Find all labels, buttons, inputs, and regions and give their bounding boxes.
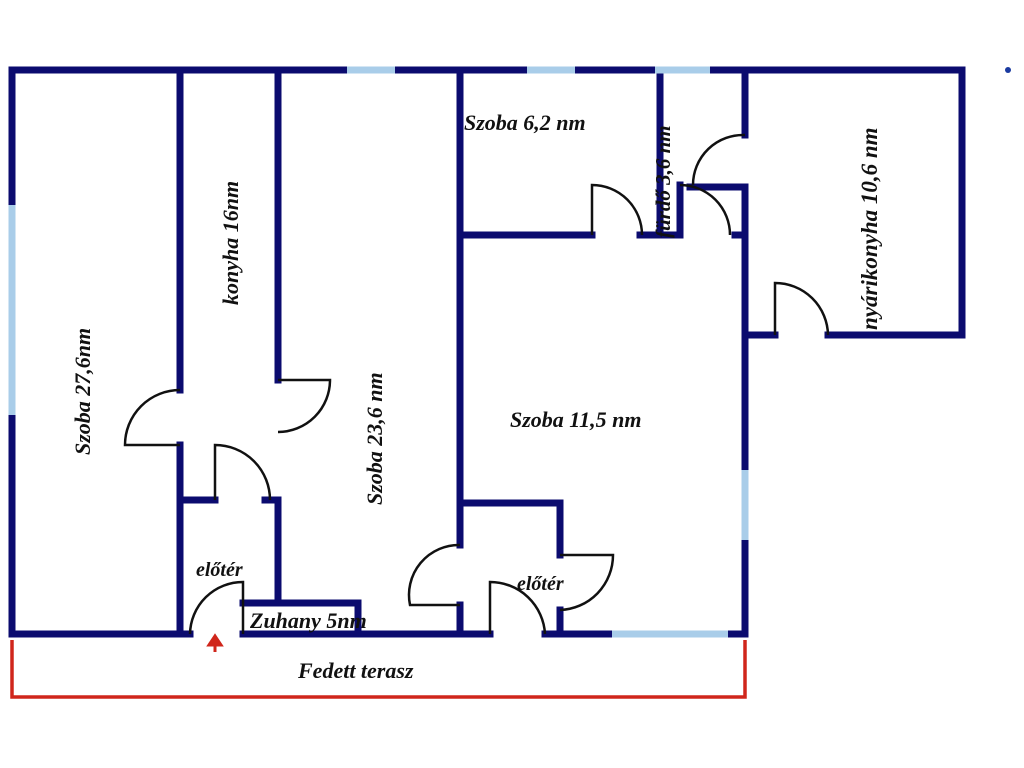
label-szoba-11: Szoba 11,5 nm bbox=[510, 407, 641, 432]
marker-dot bbox=[1005, 67, 1011, 73]
label-konyha: konyha 16nm bbox=[218, 181, 243, 305]
walls bbox=[8, 66, 966, 638]
label-eloter-2: előtér bbox=[517, 573, 564, 595]
label-szoba-23: Szoba 23,6 nm bbox=[362, 372, 387, 505]
label-nyarikonyha: nyárikonyha 10,6 nm bbox=[857, 127, 882, 330]
label-furdo: fürdő 3,6 nm bbox=[651, 125, 675, 238]
doors bbox=[123, 133, 830, 635]
label-eloter-1: előtér bbox=[196, 559, 243, 581]
label-zuhany: Zuhany 5nm bbox=[249, 608, 367, 633]
label-szoba-6: Szoba 6,2 nm bbox=[464, 110, 586, 135]
label-terasz: Fedett terasz bbox=[297, 658, 414, 683]
windows bbox=[8, 66, 749, 638]
entrance-arrow-icon bbox=[206, 633, 224, 652]
terrace bbox=[10, 633, 747, 699]
label-szoba-27: Szoba 27,6nm bbox=[70, 328, 95, 455]
